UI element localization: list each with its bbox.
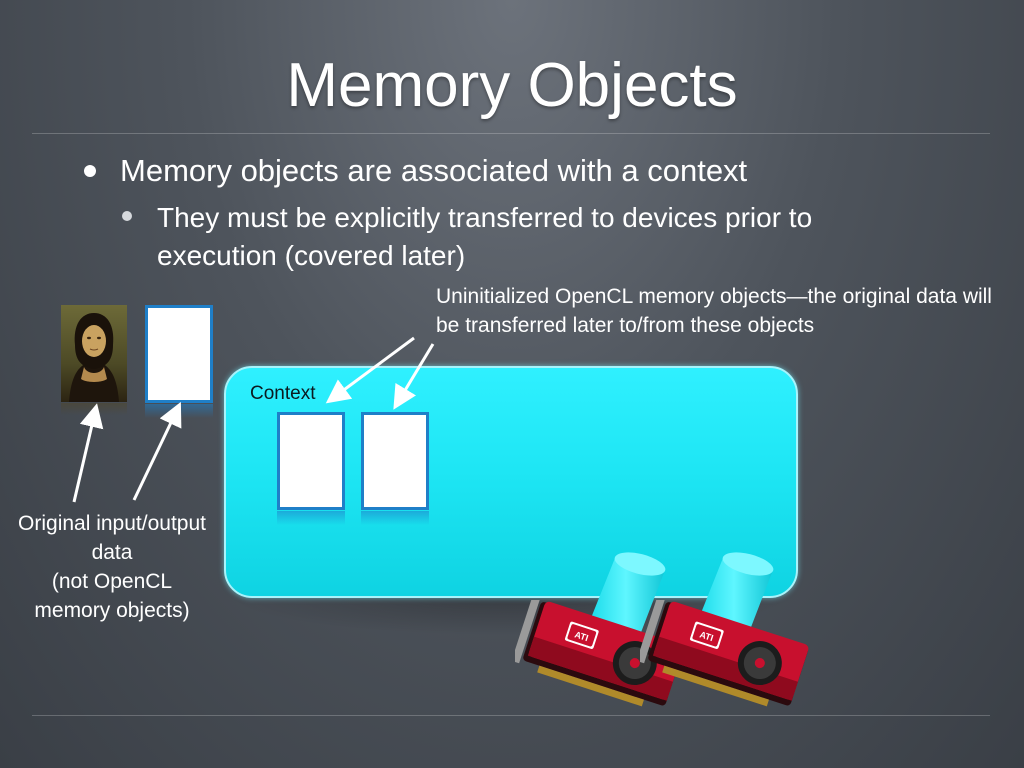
memory-object-1-reflection (277, 511, 345, 525)
arrow-to-mona-lisa (72, 403, 104, 503)
footer-divider (32, 715, 990, 716)
original-data-label: Original input/output data (not OpenCL m… (0, 509, 224, 625)
gpu-card-1: ATI (515, 600, 684, 707)
host-output-buffer (145, 305, 213, 403)
memory-object-1 (277, 412, 345, 510)
mona-lisa-image (61, 305, 127, 402)
bullet-2: They must be explicitly transferred to d… (157, 202, 813, 271)
gpu-1-brand: ATI (573, 629, 589, 643)
mona-lisa-reflection (61, 403, 127, 415)
memory-object-2-reflection (361, 511, 429, 525)
bullet-dot-2 (122, 211, 132, 221)
original-data-line-1: Original input/output (18, 512, 206, 535)
title-divider (32, 133, 990, 134)
uninitialized-callout: Uninitialized OpenCL memory objects—the … (436, 285, 992, 337)
original-data-line-2: data (91, 541, 133, 564)
host-buffer-reflection (145, 404, 213, 418)
bullet-dot-1 (84, 165, 96, 177)
memory-object-2 (361, 412, 429, 510)
bullet-1: Memory objects are associated with a con… (120, 153, 748, 188)
original-data-line-3: (not OpenCL (51, 570, 173, 593)
context-label: Context (250, 383, 316, 404)
original-data-line-4: memory objects) (34, 599, 190, 622)
slide-title: Memory Objects (286, 51, 738, 120)
arrow-to-host-buffer (132, 401, 182, 501)
gpu-2-brand: ATI (698, 629, 714, 643)
gpu-card-2: ATI (640, 600, 809, 707)
